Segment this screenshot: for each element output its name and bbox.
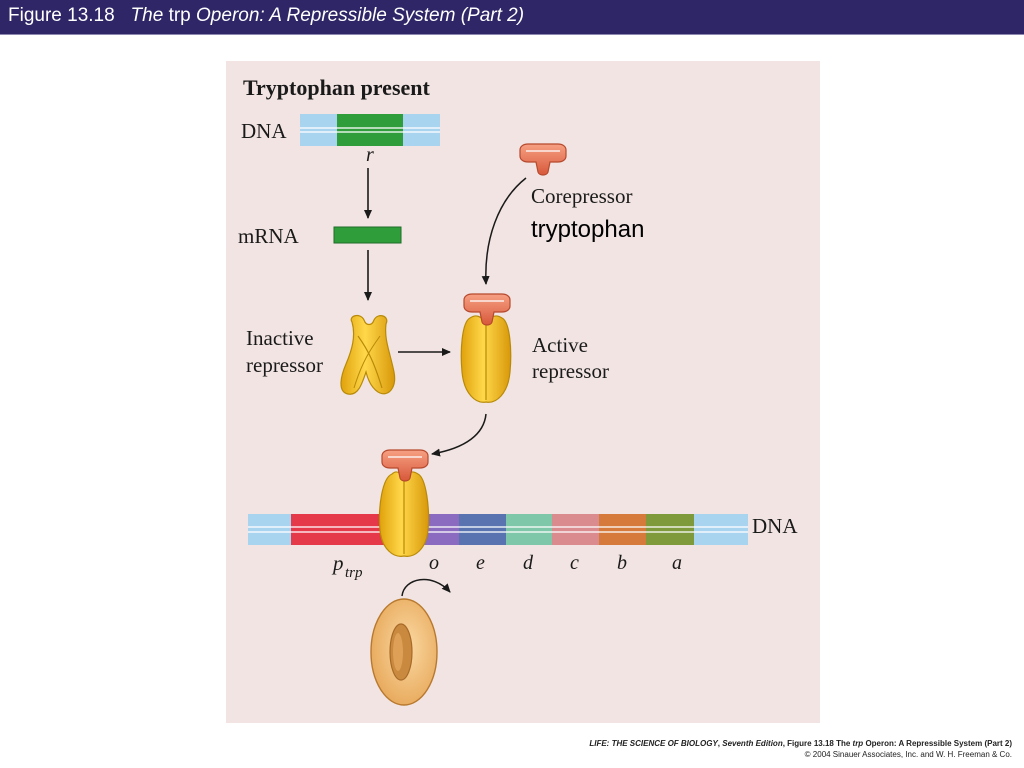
inactive-repressor <box>340 314 396 395</box>
dna-label-bottom: DNA <box>752 514 798 538</box>
dna-label-top: DNA <box>241 119 287 143</box>
corepressor-label: Corepressor <box>531 184 632 208</box>
mrna-label: mRNA <box>238 224 300 248</box>
gene-b-label: b <box>617 552 627 574</box>
title-bar: Figure 13.18 The trp Operon: A Repressib… <box>0 0 1024 35</box>
blocked-transcription-arrow <box>401 578 451 597</box>
gene-a-segment <box>646 514 694 545</box>
figure-credit: LIFE: THE SCIENCE OF BIOLOGY, Seventh Ed… <box>589 738 1012 760</box>
gene-c-segment <box>552 514 599 545</box>
operator-label: o <box>429 552 439 574</box>
trp-operon-dna <box>248 514 748 545</box>
mrna-bar <box>333 226 402 244</box>
inactive-label-line1: Inactive <box>246 326 314 350</box>
active-label-line1: Active <box>532 333 588 357</box>
gene-d-label: d <box>523 552 534 574</box>
panel-heading: Tryptophan present <box>243 75 431 100</box>
gene-a-label: a <box>672 552 682 574</box>
promoter-label: p <box>331 551 344 575</box>
tryptophan-label: tryptophan <box>531 216 644 243</box>
figure-label: Figure 13.18 <box>8 5 115 26</box>
credit-line-1: LIFE: THE SCIENCE OF BIOLOGY, Seventh Ed… <box>589 739 1012 748</box>
gene-e-label: e <box>476 552 485 574</box>
promoter-subscript: trp <box>345 565 363 581</box>
gene-b-segment <box>599 514 646 545</box>
title-trp: trp <box>168 5 191 26</box>
bound-repressor <box>378 449 430 557</box>
gene-c-label: c <box>570 552 579 574</box>
gene-e-segment <box>459 514 506 545</box>
binding-arrow <box>481 177 527 285</box>
active-repressor <box>460 293 512 403</box>
gene-d-segment <box>506 514 552 545</box>
figure-panel <box>226 61 820 723</box>
rna-polymerase <box>370 598 438 706</box>
title-italic-rest: Operon: A Repressible System (Part 2) <box>196 5 525 26</box>
operator-binding-arrow <box>431 413 487 457</box>
gene-r-label: r <box>366 144 374 166</box>
inactive-label-line2: repressor <box>246 353 323 377</box>
active-label-line2: repressor <box>532 359 609 383</box>
title-italic-the: The <box>130 5 164 26</box>
regulatory-gene-dna <box>300 114 440 146</box>
corepressor-tryptophan <box>519 143 567 176</box>
slide-title: Figure 13.18 The trp Operon: A Repressib… <box>8 5 524 27</box>
credit-copyright: © 2004 Sinauer Associates, Inc. and W. H… <box>804 750 1012 759</box>
